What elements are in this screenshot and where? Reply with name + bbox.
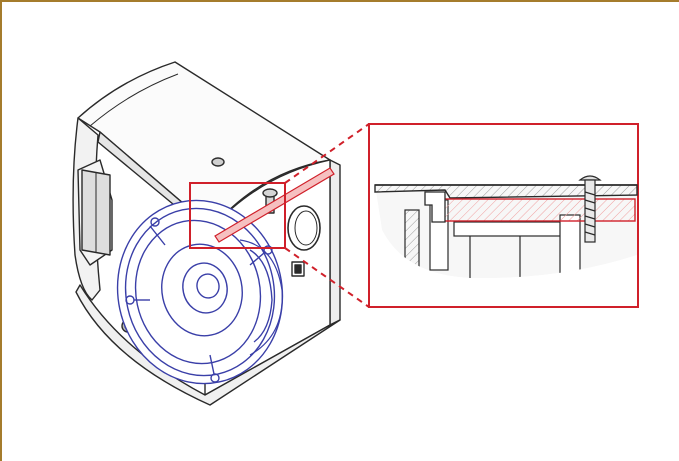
detail-screw	[578, 175, 602, 243]
side-panel	[329, 159, 341, 326]
port-hole	[287, 205, 321, 251]
bottom-panel	[75, 284, 341, 406]
highlight-rail-section	[439, 198, 636, 222]
highlight-rail	[214, 167, 335, 243]
detail-marker-box	[189, 182, 286, 249]
detail-callout	[368, 123, 639, 308]
woofer	[116, 199, 284, 385]
